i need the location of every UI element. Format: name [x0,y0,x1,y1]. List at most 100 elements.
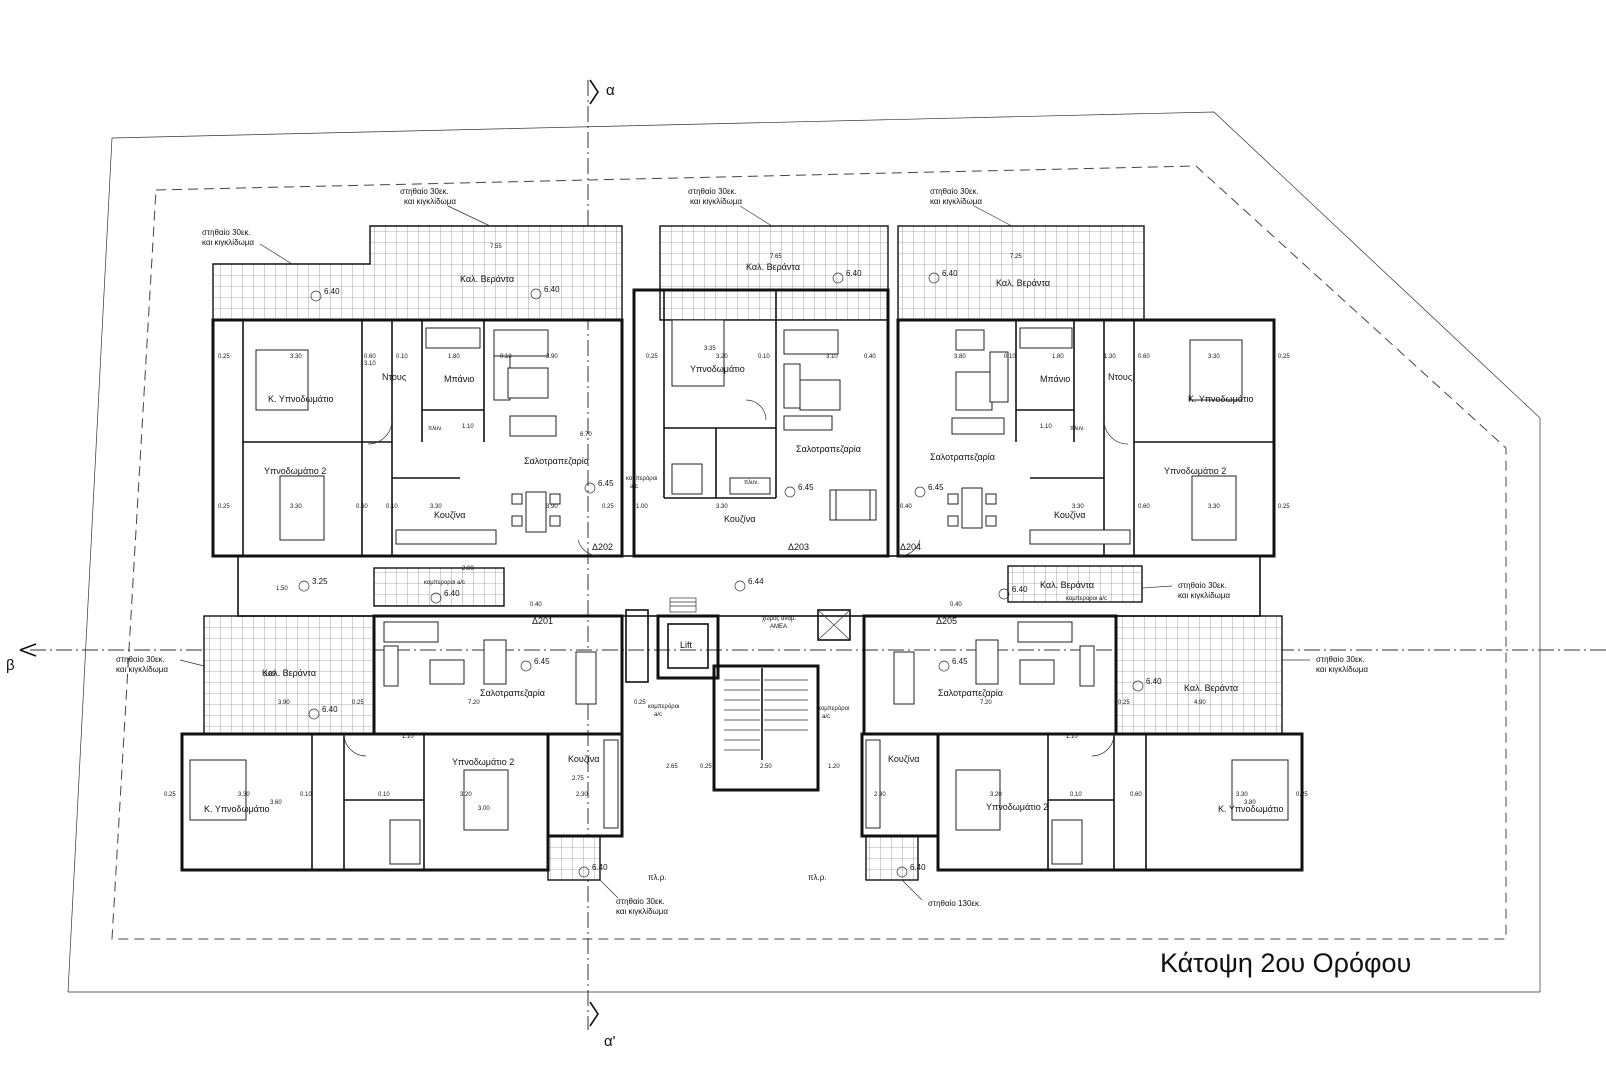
level-value: 6.40 [910,863,926,872]
level-value: 6.40 [1146,677,1162,686]
room-living: Σαλοτραπεζαρία [480,688,545,698]
svg-text:0.25: 0.25 [218,504,230,510]
note-parapet: στηθαίο 30εκ. [616,897,665,906]
level-markers: 6.40 6.40 6.40 6.40 6.45 6.45 6.45 6.44 … [298,269,1162,878]
room-kitchen: Κουζίνα [568,754,600,764]
room-veranda: Καλ. Βεράντα [1184,683,1238,693]
svg-text:3.30: 3.30 [1072,504,1084,510]
bed [255,349,309,411]
room-kitchen: Κουζίνα [434,510,466,520]
level-value: 6.40 [324,287,340,296]
svg-text:2.50: 2.50 [760,764,772,770]
note-railing: και κιγκλίδωμα [930,197,982,206]
svg-text:1.20: 1.20 [828,764,840,770]
bathtub [425,327,481,349]
section-label-a-prime: α' [604,1033,616,1050]
room-bedroom-2: Υπνοδωμάτιο 2 [986,802,1048,812]
note-ac: a/c [630,484,638,490]
balcony-bottom-left [547,835,601,881]
room-bath: Μπάνιο [1040,374,1070,384]
svg-text:3.30: 3.30 [1208,354,1220,360]
svg-text:3.90: 3.90 [278,700,290,706]
level-value: 6.45 [952,657,968,666]
svg-text:0.60: 0.60 [1138,354,1150,360]
veranda-top-middle [659,225,889,321]
svg-text:0.10: 0.10 [378,792,390,798]
svg-text:3.10: 3.10 [826,354,838,360]
shaft-right [817,609,851,641]
room-bedroom-2: Υπνοδωμάτιο 2 [1164,466,1226,476]
svg-text:2.00: 2.00 [462,566,474,572]
bed [955,769,1001,831]
apartment-code: Δ204 [900,542,921,552]
room-veranda: Καλ. Βεράντα [996,278,1050,288]
level-value: 6.45 [928,483,944,492]
svg-text:0.25: 0.25 [1296,792,1308,798]
sofa-set [383,621,507,687]
svg-text:0.25: 0.25 [164,792,176,798]
svg-text:3.80: 3.80 [1244,800,1256,806]
room-bedroom: Υπνοδωμάτιο [690,364,745,374]
note-amea: χώρος αναμ. [762,616,796,622]
section-mark-top [589,79,599,105]
room-kitchen: Κουζίνα [888,754,920,764]
svg-text:1.50: 1.50 [276,586,288,592]
svg-text:3.90: 3.90 [546,504,558,510]
svg-text:0.40: 0.40 [900,504,912,510]
svg-text:7.20: 7.20 [980,700,992,706]
bed [463,769,509,831]
shaft-cross [817,609,851,641]
svg-text:2.30: 2.30 [874,792,886,798]
svg-text:3.90: 3.90 [546,354,558,360]
room-veranda: Καλ. Βεράντα [262,668,316,678]
level-value: 6.40 [942,269,958,278]
level-value: 6.40 [592,863,608,872]
svg-text:3.60: 3.60 [270,800,282,806]
room-shower: Ντους [382,372,407,382]
svg-text:3.80: 3.80 [954,354,966,360]
room-kitchen: Κουζίνα [724,514,756,524]
svg-text:0.40: 0.40 [864,354,876,360]
room-shower: Ντους [1108,372,1133,382]
svg-text:3.30: 3.30 [1208,504,1220,510]
svg-text:0.10: 0.10 [1004,354,1016,360]
svg-text:3.35: 3.35 [704,346,716,352]
veranda-left [203,615,375,735]
room-living: Σαλοτραπεζαρία [938,688,1003,698]
room-living: Σαλοτραπεζαρία [930,452,995,462]
note-railing: και κιγκλίδωμα [1178,591,1230,600]
svg-text:1.80: 1.80 [1052,354,1064,360]
bed [1231,759,1289,821]
svg-text:2.65: 2.65 [666,764,678,770]
apartment-code: Δ201 [532,616,553,626]
svg-text:0.10: 0.10 [386,504,398,510]
svg-text:2.30: 2.30 [576,792,588,798]
room-veranda: Καλ. Βεράντα [460,274,514,284]
svg-text:1.10: 1.10 [462,424,474,430]
lift-car [667,623,709,669]
note-ac: κομπερόροι [818,705,850,712]
svg-text:1.80: 1.80 [448,354,460,360]
lift-shaft [656,614,720,680]
room-bedroom-master: Κ. Υπνοδωμάτιο [1218,804,1284,814]
section-label-b: β [6,657,15,674]
note-railing: και κιγκλίδωμα [202,238,254,247]
svg-text:0.10: 0.10 [300,792,312,798]
level-value: 6.45 [598,479,614,488]
note-parapet-130: στηθαίο 130εκ. [928,899,981,908]
note-parapet: στηθαίο 30εκ. [930,187,979,196]
note-ac: a/c [822,714,830,720]
svg-text:3.20: 3.20 [716,354,728,360]
note-pl-r: πλ.ρ. [648,873,667,882]
note-ac: κομπεροροι a/c [1066,596,1107,602]
bathtub [1019,327,1073,349]
svg-text:3.30: 3.30 [290,504,302,510]
shaft-left [625,609,649,683]
svg-text:0.60: 0.60 [364,354,376,360]
note-parapet: στηθαίο 30εκ. [202,228,251,237]
room-bedroom-master: Κ. Υπνοδωμάτιο [204,804,270,814]
svg-text:1.10: 1.10 [402,734,414,740]
drawing-title: Κάτοψη 2ου Ορόφου [1160,948,1412,978]
section-label-a: α [606,82,615,99]
room-living: Σαλοτραπεζαρία [796,444,861,454]
